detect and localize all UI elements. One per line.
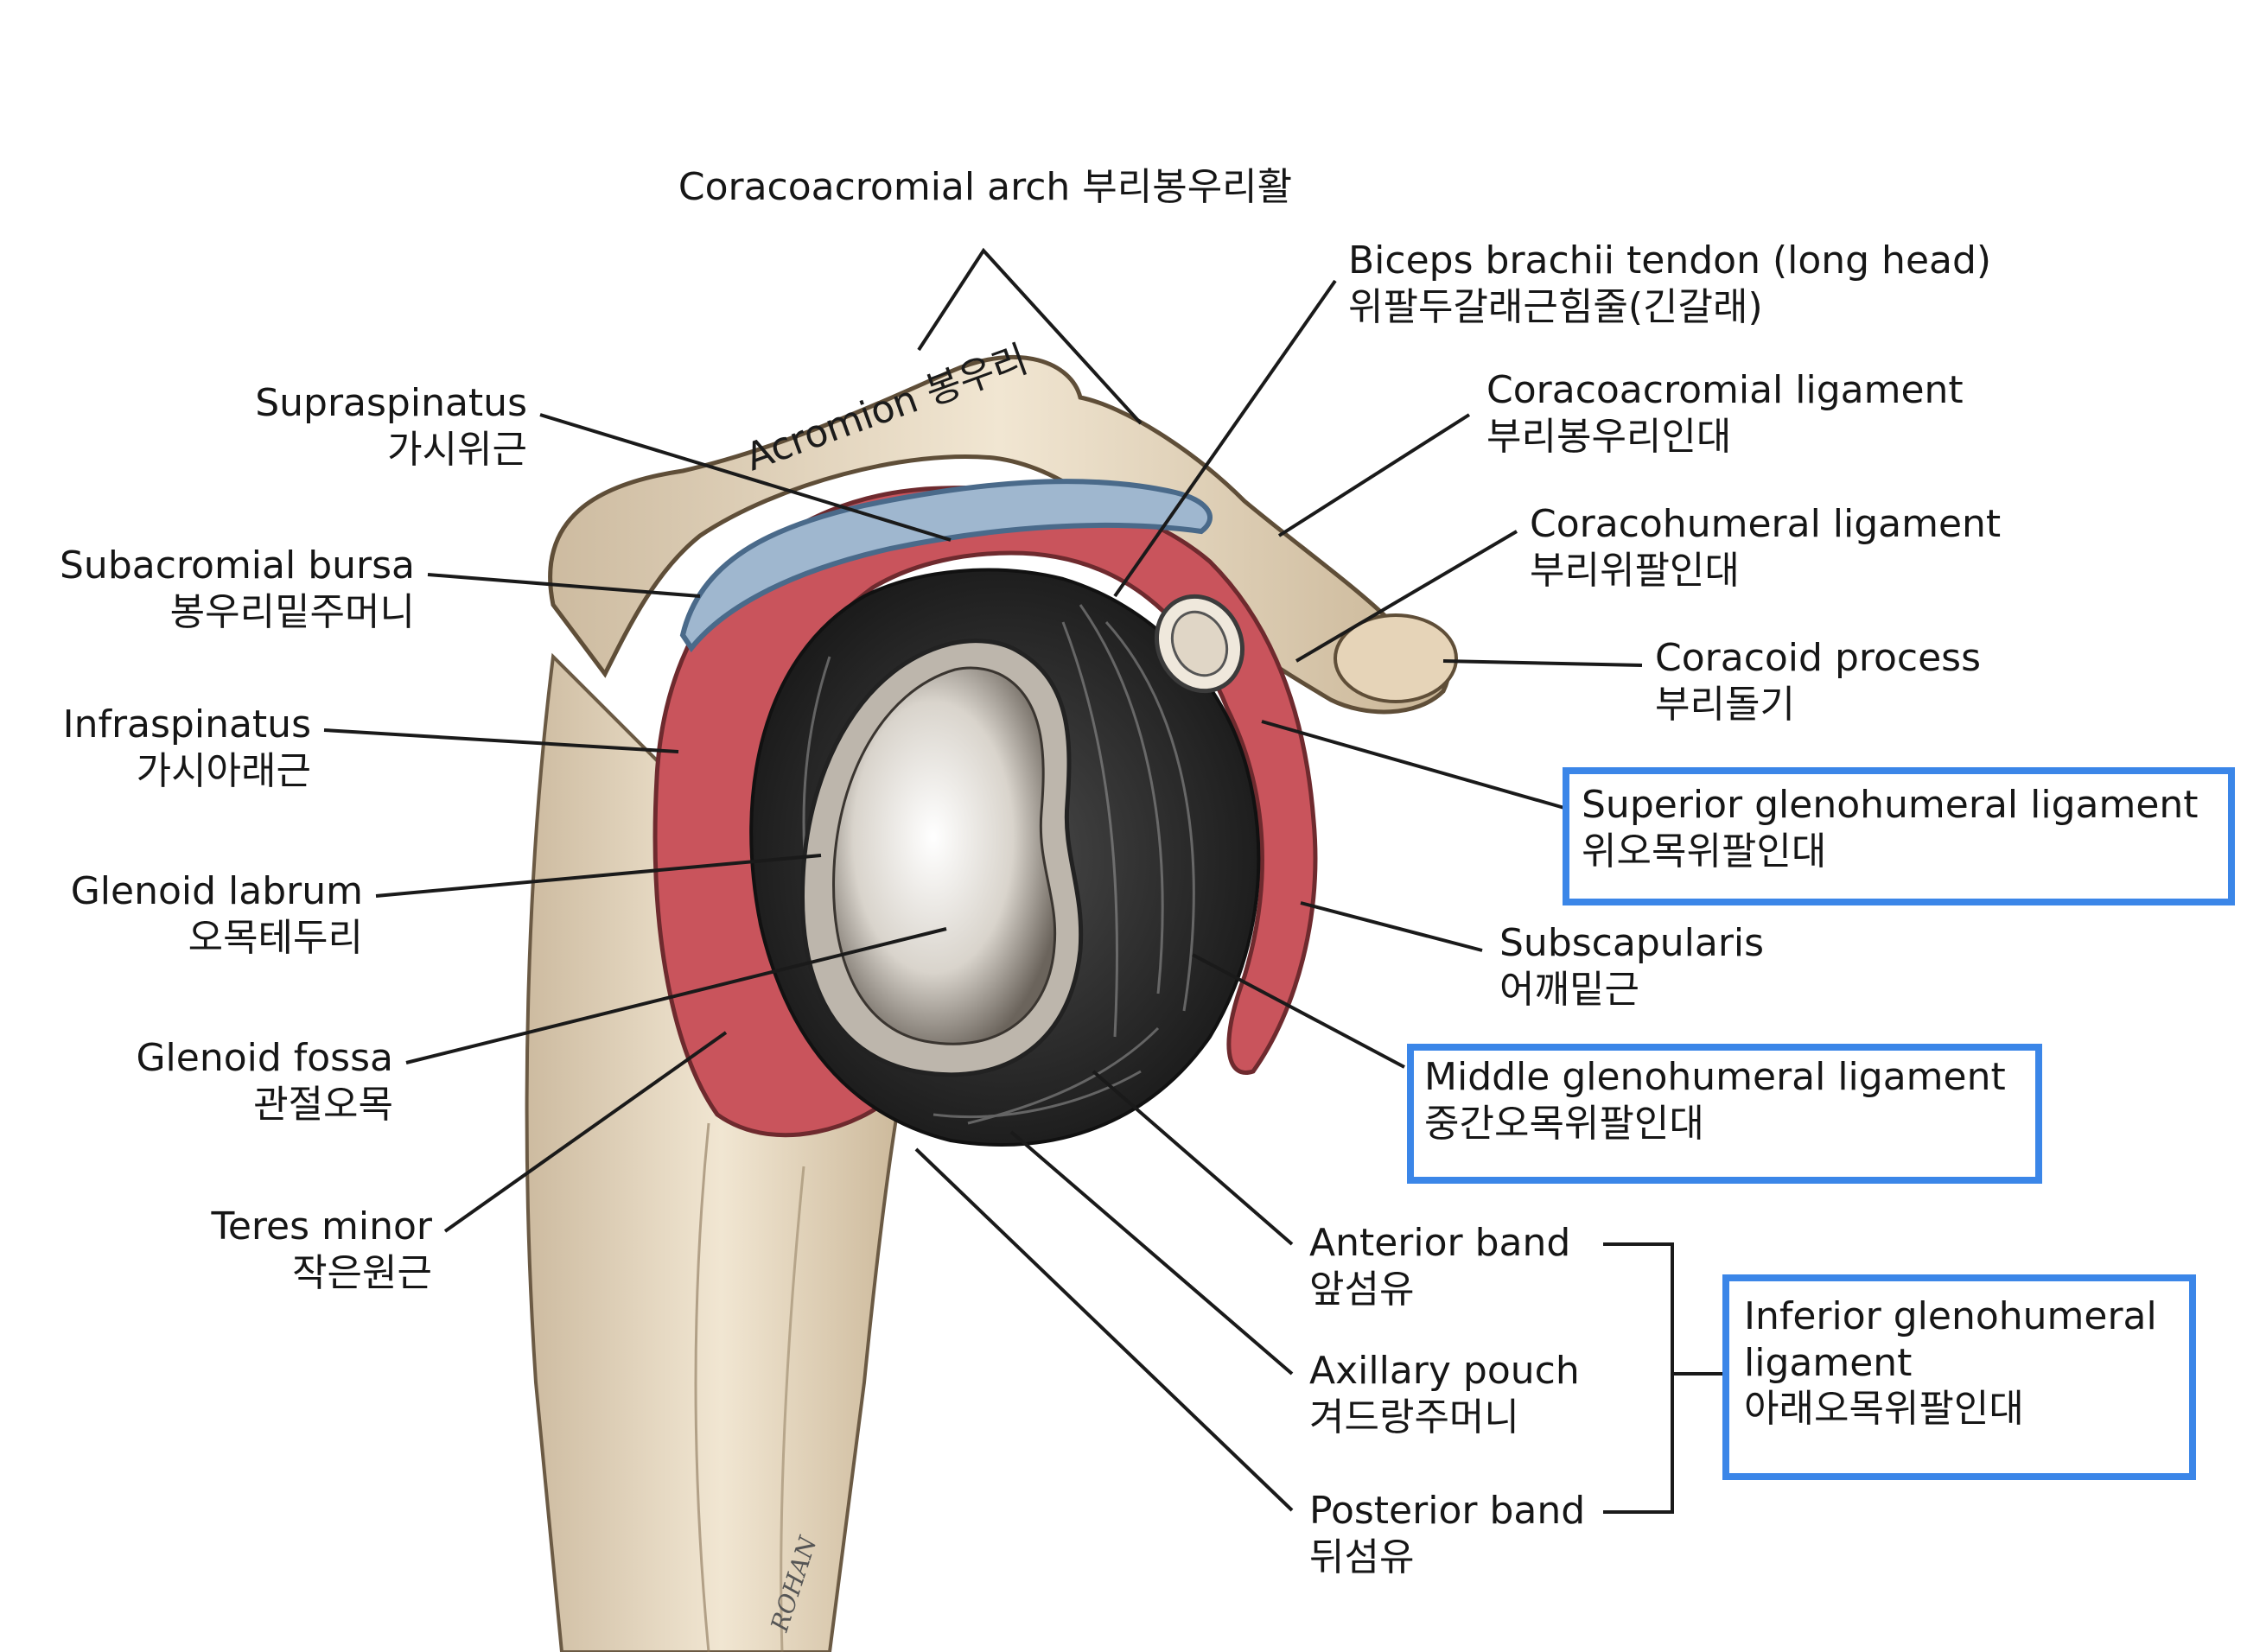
bone-shaft-shade (694, 1122, 710, 1652)
label-supraspinatus: Supraspinatus 가시위근 (138, 380, 527, 473)
label-teres-minor-ko: 작은원근 (292, 1250, 432, 1295)
label-axillary-pouch-en: Axillary pouch (1309, 1349, 1580, 1393)
label-coracoacromial-ligament-en: Coracoacromial ligament (1486, 368, 1964, 412)
label-teres-minor: Teres minor 작은원근 (86, 1204, 432, 1296)
label-subacromial-bursa: Subacromial bursa 봉우리밑주머니 (17, 543, 415, 635)
label-glenoid-fossa: Glenoid fossa 관절오목 (52, 1035, 393, 1128)
label-coracoid-process-en: Coracoid process (1655, 636, 1982, 680)
highlight-box-middle-gh (1407, 1044, 2042, 1184)
glenoid-fossa-surface (832, 666, 1057, 1045)
label-coracoacromial-ligament-ko: 부리봉우리인대 (1486, 414, 1732, 459)
label-subscapularis-en: Subscapularis (1499, 921, 1765, 965)
label-superior-gh-en: Superior glenohumeral ligament (1582, 783, 2199, 827)
label-middle-gh: Middle glenohumeral ligament 중간오목위팔인대 (1424, 1054, 2006, 1147)
label-coracoid-process-ko: 부리돌기 (1655, 682, 1795, 727)
label-coracoacromial-arch: Coracoacromial arch 부리봉우리활 (631, 164, 1340, 211)
label-axillary-pouch-ko: 겨드랑주머니 (1309, 1395, 1519, 1439)
label-inferior-gh-en: Inferior glenohumeral (1744, 1294, 2157, 1338)
label-biceps-ko: 위팔두갈래근힘줄(긴갈래) (1348, 284, 1763, 329)
label-subscapularis-ko: 어깨밑근 (1499, 967, 1639, 1012)
label-teres-minor-en: Teres minor (211, 1204, 432, 1249)
label-superior-gh-ko: 위오목위팔인대 (1582, 829, 1827, 874)
rotator-cuff-muscles (652, 486, 1318, 1138)
label-biceps-en: Biceps brachii tendon (long head) (1348, 238, 1992, 283)
label-coracohumeral-ligament-ko: 부리위팔인대 (1530, 548, 1740, 593)
label-superior-gh: Superior glenohumeral ligament 위오목위팔인대 (1582, 782, 2199, 874)
leader-lines (323, 247, 1724, 1514)
label-glenoid-labrum: Glenoid labrum 오목테두리 (17, 868, 363, 961)
label-subacromial-bursa-en: Subacromial bursa (60, 543, 415, 588)
label-inferior-gh-en-2: ligament (1744, 1340, 1913, 1385)
label-supraspinatus-ko: 가시위근 (387, 427, 527, 472)
label-glenoid-labrum-ko: 오목테두리 (188, 915, 363, 960)
label-glenoid-fossa-ko: 관절오목 (253, 1082, 393, 1127)
label-posterior-band: Posterior band 뒤섬유 (1309, 1488, 1585, 1580)
label-glenoid-labrum-en: Glenoid labrum (70, 869, 363, 913)
label-coracoid-process: Coracoid process 부리돌기 (1655, 635, 1981, 728)
label-subacromial-bursa-ko: 봉우리밑주머니 (169, 589, 415, 634)
label-glenoid-fossa-en: Glenoid fossa (136, 1036, 393, 1080)
label-infraspinatus: Infraspinatus 가시아래근 (17, 702, 311, 794)
subacromial-bursa (679, 479, 1213, 653)
label-coracohumeral-ligament: Coracohumeral ligament 부리위팔인대 (1530, 501, 2001, 594)
label-anterior-band-ko: 앞섬유 (1309, 1267, 1415, 1312)
highlight-box-inferior-gh (1722, 1274, 2196, 1480)
label-biceps: Biceps brachii tendon (long head) 위팔두갈래근… (1348, 238, 1991, 330)
label-supraspinatus-en: Supraspinatus (255, 381, 527, 425)
highlight-box-superior-gh (1563, 767, 2235, 905)
label-infraspinatus-en: Infraspinatus (62, 702, 311, 747)
label-coracohumeral-ligament-en: Coracohumeral ligament (1530, 502, 2002, 546)
label-coracoacromial-arch-en: Coracoacromial arch 부리봉우리활 (678, 165, 1293, 209)
label-posterior-band-ko: 뒤섬유 (1309, 1534, 1415, 1579)
label-infraspinatus-ko: 가시아래근 (136, 748, 311, 793)
label-anterior-band-en: Anterior band (1309, 1221, 1571, 1265)
label-middle-gh-ko: 중간오목위팔인대 (1424, 1101, 1704, 1146)
label-posterior-band-en: Posterior band (1309, 1489, 1586, 1533)
label-inferior-gh-ko: 아래오목위팔인대 (1744, 1387, 2024, 1432)
label-axillary-pouch: Axillary pouch 겨드랑주머니 (1309, 1348, 1580, 1440)
capsule-fibers (802, 604, 1195, 1125)
label-anterior-band: Anterior band 앞섬유 (1309, 1220, 1570, 1312)
label-subscapularis: Subscapularis 어깨밑근 (1499, 920, 1764, 1013)
bone-shaft-shade-2 (780, 1166, 805, 1652)
label-middle-gh-en: Middle glenohumeral ligament (1424, 1055, 2006, 1099)
coracoid-process-bone (1334, 613, 1458, 703)
label-inferior-gh: Inferior glenohumeral ligament 아래오목위팔인대 (1744, 1293, 2157, 1433)
label-coracoacromial-ligament: Coracoacromial ligament 부리봉우리인대 (1486, 367, 1964, 460)
